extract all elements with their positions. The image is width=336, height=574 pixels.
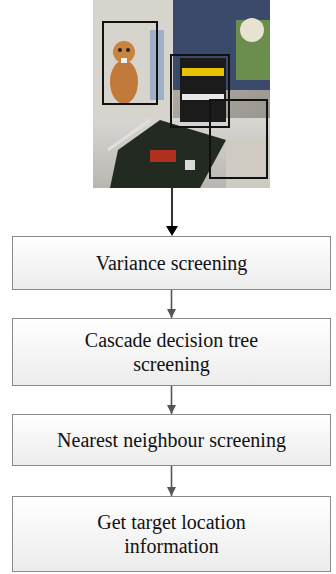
flow-arrow xyxy=(171,290,173,318)
step-label: Get target location information xyxy=(62,510,282,558)
process-box: Cascade decision tree screening xyxy=(12,318,331,386)
flow-arrow xyxy=(171,386,173,414)
flow-arrow xyxy=(171,466,173,496)
input-arrow xyxy=(166,188,178,236)
process-box: Variance screening xyxy=(12,236,331,290)
process-box: Get target location information xyxy=(12,496,331,572)
detection-boxes xyxy=(103,22,267,178)
step-label: Cascade decision tree screening xyxy=(57,328,287,376)
step-label: Nearest neighbour screening xyxy=(57,428,286,452)
step-label: Variance screening xyxy=(96,251,248,275)
process-box: Nearest neighbour screening xyxy=(12,414,331,466)
photo xyxy=(93,0,270,188)
